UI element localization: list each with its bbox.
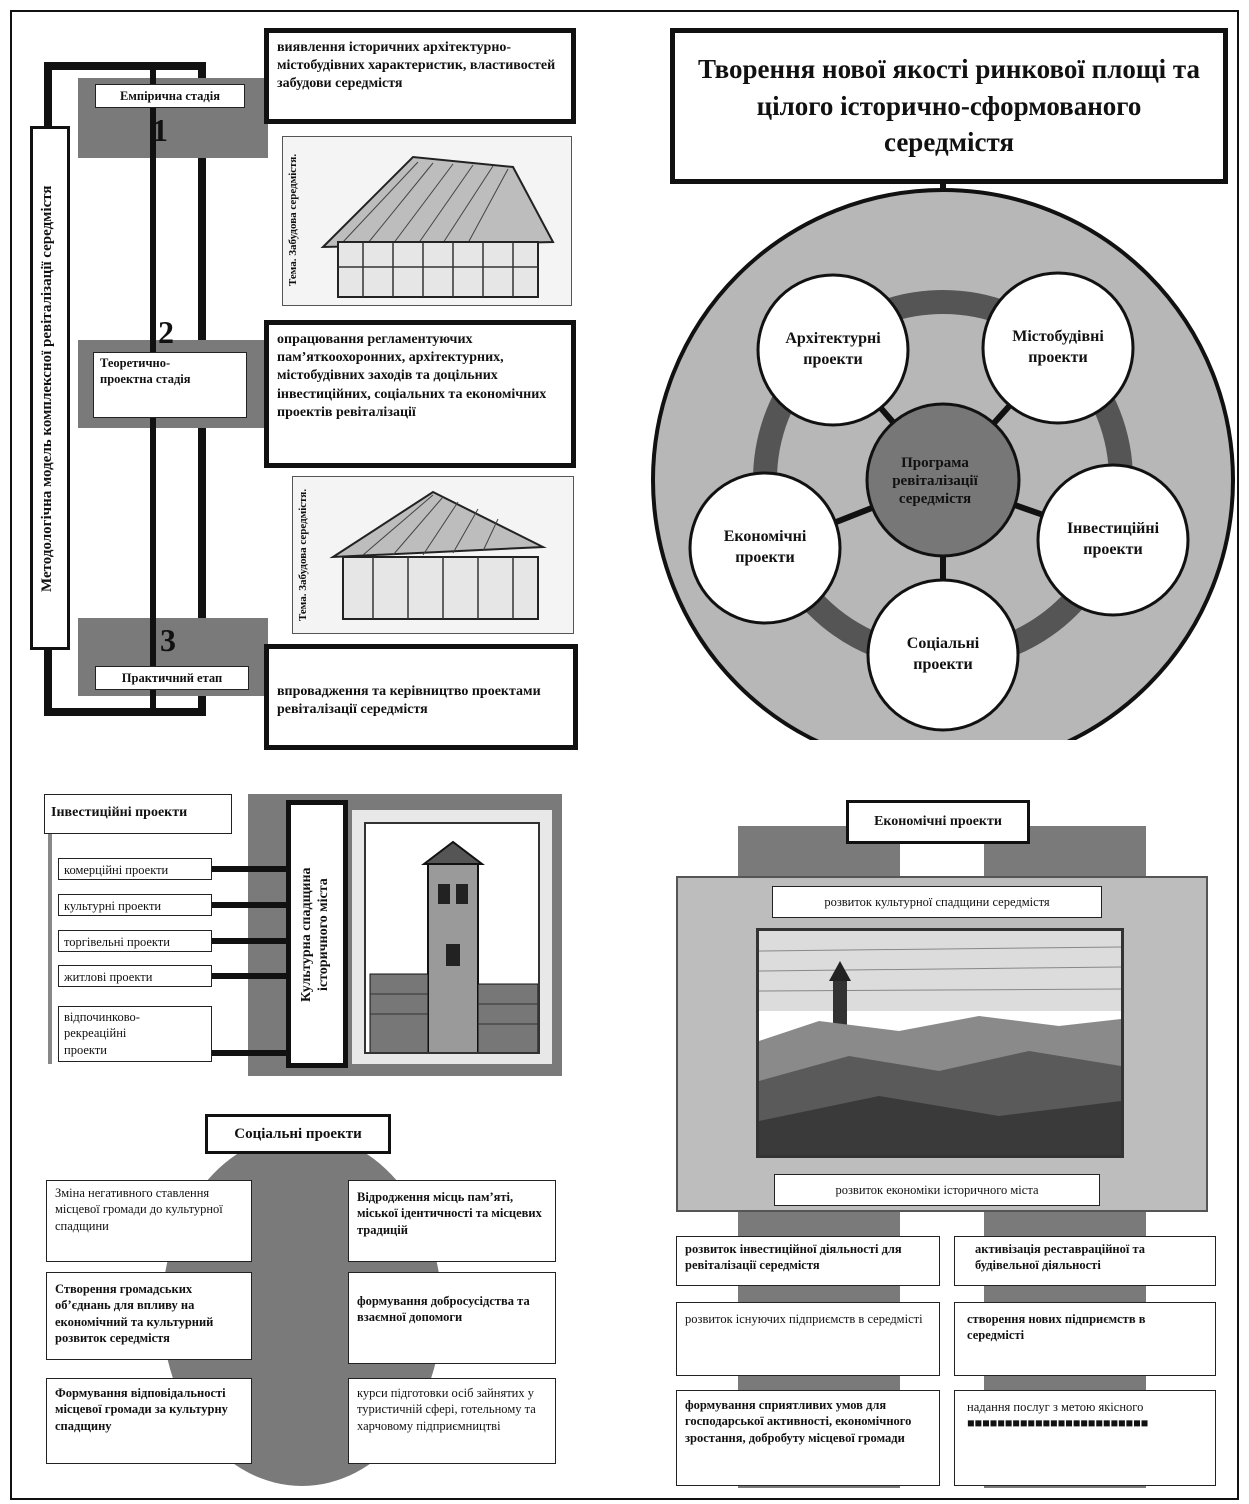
node-urban-label: Містобудівні проекти [1012, 328, 1104, 366]
stage-1-label: Емпірична стадія [95, 84, 245, 108]
stage-2-number: 2 [158, 314, 174, 350]
node-social [866, 578, 1020, 732]
heritage-box: Культурна спадщина історичного міста [286, 800, 348, 1068]
goal-title-box: Творення нової якості ринкової площі та … [670, 28, 1228, 184]
investment-item-4: житлові проекти [58, 965, 212, 987]
investment-item-2: культурні проекти [58, 894, 212, 916]
economic-top-label: розвиток культурної спадщини середмістя [772, 886, 1102, 918]
heritage-label: Культурна спадщина історичного міста [299, 867, 331, 1003]
stage-1-number: 1 [152, 112, 168, 148]
node-investment-label: Інвестиційні проекти [1066, 520, 1160, 558]
social-title-box: Соціальні проекти [205, 1114, 391, 1154]
investment-connector-3 [212, 938, 290, 944]
social-right-2: формування добросусідства та взаємної до… [348, 1272, 556, 1364]
stage-3-number: 3 [160, 622, 176, 658]
investment-connector-2 [212, 902, 290, 908]
investment-connector-5 [212, 1050, 290, 1056]
economic-right-2: створення нових підприємств в середмісті [954, 1302, 1216, 1376]
goal-title: Творення нової якості ринкової площі та … [697, 54, 1201, 158]
node-social-label: Соціальні проекти [906, 635, 980, 673]
town-photo [756, 928, 1124, 1158]
node-economic [688, 471, 842, 625]
page-frame [10, 10, 1239, 1500]
stage-2-sketch: Тема. Забудова середмістя. [292, 476, 574, 634]
node-urban [981, 271, 1135, 425]
economic-left-3: формування сприятливих умов для господар… [676, 1390, 940, 1486]
investment-connector-4 [212, 973, 290, 979]
economic-bottom-label: розвиток економіки історичного міста [774, 1174, 1100, 1206]
stage-2-label: Теоретично-проектна стадія [93, 352, 247, 418]
economic-left-2: розвиток існуючих підприємств в середміс… [676, 1302, 940, 1376]
program-diagram [651, 184, 1235, 740]
node-architectural [756, 273, 910, 427]
investment-item-1: комерційні проекти [58, 858, 212, 880]
social-right-1: Відродження місць пам’яті, міської ідент… [348, 1180, 556, 1262]
node-architectural-label: Архітектурні проекти [785, 330, 881, 368]
stage-3-description: впровадження та керівництво проектами ре… [264, 644, 578, 750]
investment-item-5: відпочинково-рекреаційні проекти [58, 1006, 212, 1062]
stage-2-description: опрацювання регламентуючих пам’яткоохоро… [264, 320, 576, 468]
methodology-title-box: Методологічна модель комплексної ревітал… [30, 126, 70, 650]
social-right-3: курси підготовки осіб зайнятих у туристи… [348, 1378, 556, 1464]
social-left-3: Формування відповідальності місцевої гро… [46, 1378, 252, 1464]
stage-1-sketch: Тема. Забудова середмістя. [282, 136, 572, 306]
node-investment [1036, 463, 1190, 617]
investment-list-spine [48, 834, 52, 1064]
social-left-2: Створення громадських об’єднань для впли… [46, 1272, 252, 1360]
investment-title-box: Інвестиційні проекти [44, 794, 232, 834]
investment-item-3: торгівельні проекти [58, 930, 212, 952]
investment-connector-1 [212, 866, 290, 872]
stage-1-description: виявлення історичних архітектурно-містоб… [264, 28, 576, 124]
methodology-title: Методологічна модель комплексної ревітал… [39, 185, 55, 593]
tower-photo [364, 822, 540, 1054]
social-left-1: Зміна негативного ставлення місцевої гро… [46, 1180, 252, 1262]
economic-right-1: активізація реставраційної та будівельно… [954, 1236, 1216, 1286]
economic-title-box: Економічні проекти [846, 800, 1030, 844]
node-economic-label: Економічні проекти [723, 528, 807, 566]
program-center-label: Програма ревіталізації середмістя [892, 455, 978, 507]
stage-3-label: Практичний етап [95, 666, 249, 690]
economic-left-1: розвиток інвестиційної діяльності для ре… [676, 1236, 940, 1286]
economic-right-3: надання послуг з метою якісного ■■■■■■■■… [954, 1390, 1216, 1486]
